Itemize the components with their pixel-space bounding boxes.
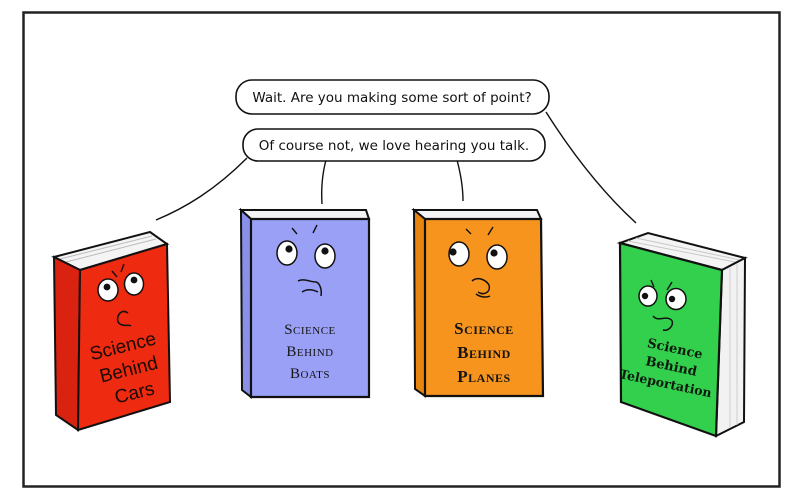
book-boats-face: [276, 224, 336, 297]
book-planes-title-line2: Behind: [457, 343, 511, 362]
tail-to-planes: [456, 159, 464, 202]
book-planes-title-line3: Planes: [457, 367, 510, 386]
tail-to-cars: [155, 157, 248, 221]
book-teleportation: Science Behind Teleportation: [616, 231, 748, 438]
left-eye-icon: [448, 241, 470, 267]
book-boats: Science Behind Boats: [238, 207, 371, 400]
book-planes-pages: [411, 209, 543, 220]
speech-bubble-bottom: Of course not, we love hearing you talk.: [242, 128, 546, 162]
eyebrows-icon: [111, 263, 125, 278]
tail-to-boats: [320, 159, 327, 205]
book-boats-spine: [239, 207, 252, 400]
book-teleportation-face: [638, 279, 687, 331]
book-cars: Science Behind Cars: [51, 230, 172, 432]
book-planes-title: Science Behind Planes: [454, 319, 514, 386]
book-boats-title-line2: Behind: [286, 344, 333, 360]
right-eye-icon: [665, 287, 687, 311]
eyebrows-icon: [291, 224, 318, 235]
book-planes-spine: [412, 207, 426, 398]
book-boats-title-line3: Boats: [290, 366, 330, 382]
left-eye-icon: [276, 240, 298, 266]
book-boats-pages: [238, 209, 371, 220]
book-cars-spine: [52, 255, 82, 432]
mouth-icon: [116, 310, 132, 327]
eyebrows-icon: [650, 279, 673, 291]
book-planes: Science Behind Planes: [411, 207, 545, 398]
bubble-tails: [155, 111, 637, 224]
book-boats-title-line1: Science: [284, 322, 336, 338]
book-cars-face: [97, 263, 145, 327]
right-eye-icon: [123, 272, 145, 296]
right-eye-icon: [486, 244, 508, 270]
speech-bubble-top: Wait. Are you making some sort of point?: [235, 79, 550, 115]
book-planes-title-line1: Science: [454, 319, 514, 338]
mouth-icon: [652, 315, 674, 331]
book-boats-title: Science Behind Boats: [284, 322, 336, 382]
mouth-icon: [297, 279, 322, 297]
tail-to-teleportation: [545, 111, 637, 224]
book-planes-face: [448, 226, 508, 298]
right-eye-icon: [314, 243, 336, 269]
speech-bubble-bottom-text: Of course not, we love hearing you talk.: [259, 138, 529, 154]
book-boats-cover: [249, 217, 371, 399]
speech-bubble-top-text: Wait. Are you making some sort of point?: [252, 90, 531, 106]
book-teleportation-cover: [618, 241, 724, 438]
eyebrows-icon: [465, 226, 494, 236]
mouth-icon: [471, 278, 491, 298]
